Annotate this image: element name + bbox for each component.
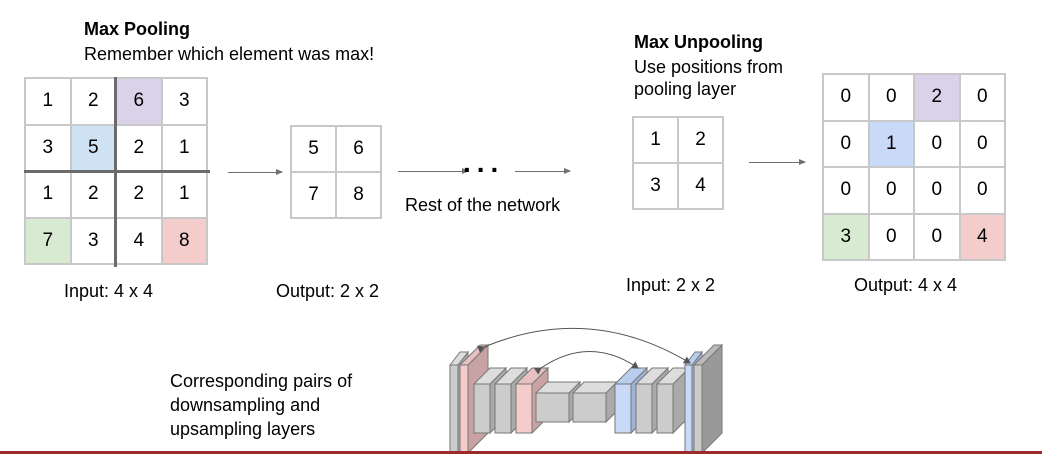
- pooling-input-cell: 1: [24, 77, 72, 126]
- footer-rule: [0, 451, 1042, 454]
- unpooling-output-cell: 3: [822, 212, 870, 261]
- unpooling-output-cell: 0: [822, 166, 870, 215]
- pooling-input-cell: 1: [160, 123, 208, 172]
- ellipsis: ...: [463, 147, 505, 178]
- pooling-input-cell: 3: [160, 77, 208, 126]
- pooling-input-cell: 3: [69, 216, 117, 265]
- layer-block: [692, 343, 724, 453]
- unpooling-output-cell: 0: [867, 166, 915, 215]
- pooling-input-cell: 1: [160, 170, 208, 219]
- pooling-input-cell: 6: [115, 77, 163, 126]
- pooling-output-cell: 6: [335, 125, 382, 173]
- max-unpooling-subtitle-line2: pooling layer: [634, 79, 737, 99]
- pooling-output-label: Output: 2 x 2: [276, 281, 380, 301]
- unpooling-input-label: Input: 2 x 2: [626, 275, 716, 295]
- unpooling-output-label: Output: 4 x 4: [854, 275, 958, 295]
- unpooling-output-cell: 0: [913, 166, 961, 215]
- unpooling-output-cell: 0: [913, 119, 961, 168]
- unpooling-output-cell: 0: [822, 119, 870, 168]
- encoder-decoder-diagram: [448, 327, 724, 453]
- layer-block-bottleneck: [571, 380, 619, 424]
- pooling-input-cell: 3: [24, 123, 72, 172]
- unpooling-input-cell: 1: [632, 116, 679, 164]
- unpooling-input-cell: 3: [632, 162, 679, 210]
- arrow-icon: [398, 168, 469, 174]
- pooling-input-cell: 2: [69, 170, 117, 219]
- pooling-input-cell: 2: [115, 170, 163, 219]
- pooling-input-cell: 2: [115, 123, 163, 172]
- unpooling-output-cell: 0: [822, 73, 870, 122]
- unpooling-output-cell: 4: [958, 212, 1006, 261]
- pooling-input-label: Input: 4 x 4: [64, 281, 154, 301]
- pooling-input-cell: 1: [24, 170, 72, 219]
- network-caption-line3: upsampling layers: [170, 419, 316, 439]
- unpooling-input-cell: 4: [677, 162, 724, 210]
- pooling-input-cell: 2: [69, 77, 117, 126]
- arrow-icon: [228, 169, 283, 175]
- pooling-output-cell: 8: [335, 171, 382, 219]
- unpooling-output-cell: 1: [867, 119, 915, 168]
- unpooling-input-cell: 2: [677, 116, 724, 164]
- max-unpooling-subtitle-line1: Use positions from: [634, 57, 784, 77]
- arrow-icon: [749, 159, 806, 165]
- unpooling-output-cell: 0: [867, 73, 915, 122]
- pooling-input-cell: 5: [69, 123, 117, 172]
- rest-of-network-caption: Rest of the network: [405, 195, 561, 215]
- unpooling-output-cell: 2: [913, 73, 961, 122]
- skip-connection-inner-arrow: [533, 351, 639, 375]
- skip-connection-outer-arrow: [476, 327, 691, 364]
- max-pooling-subtitle: Remember which element was max!: [84, 44, 375, 64]
- unpooling-output-cell: 0: [958, 166, 1006, 215]
- pooling-input-cell: 4: [115, 216, 163, 265]
- arrow-icon: [515, 168, 571, 174]
- network-caption-line2: downsampling and: [170, 395, 321, 415]
- max-pooling-title: Max Pooling: [84, 19, 191, 39]
- pooling-output-cell: 7: [290, 171, 337, 219]
- network-caption-line1: Corresponding pairs of: [170, 371, 353, 391]
- unpooling-output-cell: 0: [913, 212, 961, 261]
- unpooling-output-cell: 0: [958, 73, 1006, 122]
- unpooling-output-cell: 0: [958, 119, 1006, 168]
- pooling-output-cell: 5: [290, 125, 337, 173]
- unpooling-output-cell: 0: [867, 212, 915, 261]
- pooling-input-cell: 8: [160, 216, 208, 265]
- pooling-input-cell: 7: [24, 216, 72, 265]
- max-unpooling-title: Max Unpooling: [634, 32, 763, 52]
- pool-window-divider-horizontal: [24, 170, 210, 173]
